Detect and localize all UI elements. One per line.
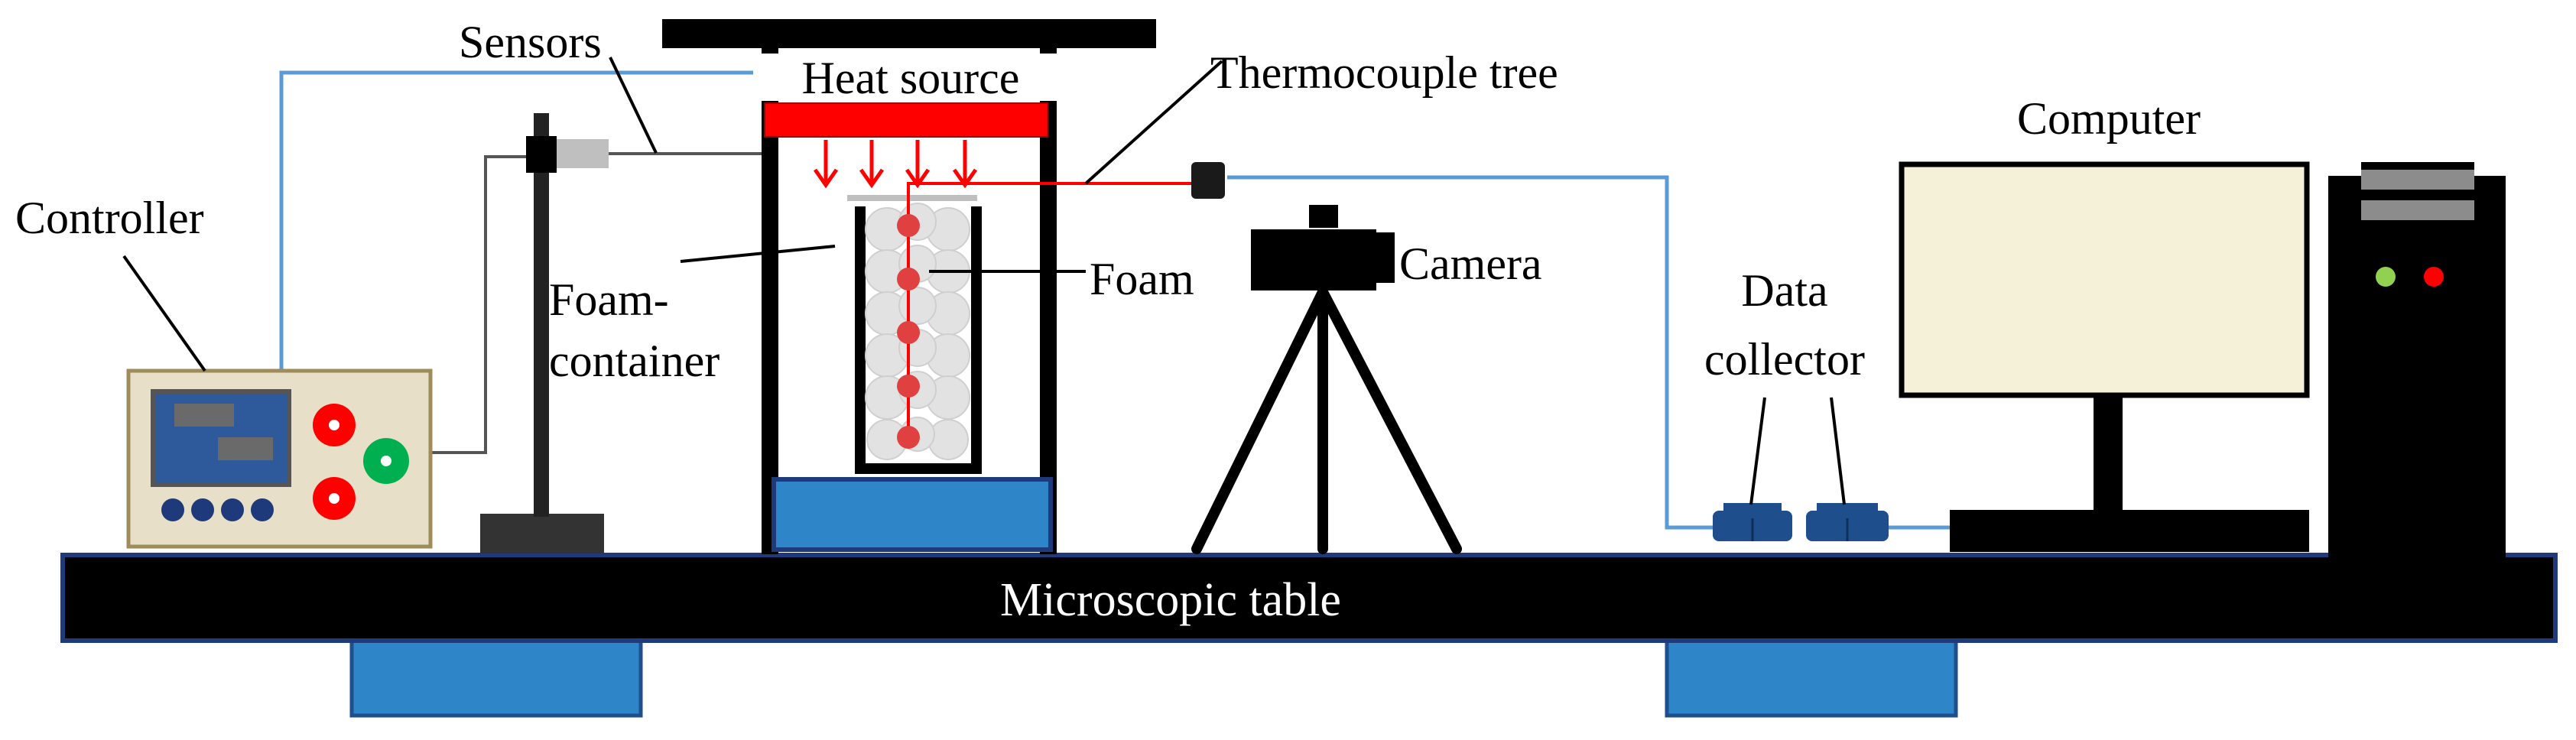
controller-button [251, 498, 274, 521]
sensors-label: Sensors [459, 17, 602, 67]
sensors-leader-line [609, 57, 658, 154]
controller-button [161, 498, 184, 521]
thermocouple-leader-line [1084, 60, 1223, 185]
thermocouple-junction [897, 321, 920, 344]
data-wire [1227, 175, 1954, 530]
thermocouple-junction [897, 375, 920, 398]
microscopic-table-label: Microscopic table [1000, 574, 1341, 626]
controller-button [221, 498, 244, 521]
thermocouple-junction [897, 214, 920, 237]
heater [764, 102, 1048, 138]
sensor-cable [432, 155, 543, 454]
controller [126, 368, 433, 549]
data-collector-leader-line [1749, 397, 1766, 505]
computer-label: Computer [2017, 93, 2201, 144]
camera [1251, 205, 1395, 290]
heat-source-label: Heat source [802, 53, 1020, 103]
thermocouple-tree [897, 182, 1206, 449]
data-collector [1713, 503, 1792, 541]
controller-button [191, 498, 214, 521]
heat-source-label-bg [753, 54, 1068, 101]
controller-leader-line [122, 255, 206, 372]
heating-frame-base [772, 477, 1053, 552]
thermocouple-tree-label: Thermocouple tree [1210, 47, 1558, 98]
computer-monitor [1899, 161, 2310, 552]
heating-frame [662, 19, 1156, 554]
foam-container-leader-line [680, 245, 836, 263]
power-led-green [2376, 267, 2396, 287]
foam-container [847, 195, 982, 474]
camera-tripod [1191, 287, 1462, 554]
foam-container-label-line1: Foam- [549, 274, 669, 325]
foam-label: Foam [1090, 254, 1194, 304]
data-collector-label-line2: collector [1704, 334, 1865, 385]
heat-arrows [813, 140, 978, 189]
thermocouple-connector [1191, 162, 1225, 199]
microscopic-table [60, 553, 2558, 643]
data-collector [1806, 503, 1889, 541]
sensor-stand [480, 113, 772, 553]
thermocouple-junction [897, 426, 920, 449]
data-collector-leader-line [1830, 397, 1846, 505]
power-led-red [2424, 267, 2444, 287]
thermocouple-junction [897, 268, 920, 290]
sensor-probe [557, 139, 609, 168]
foam-container-label-line2: container [549, 336, 720, 386]
data-collector-label-line1: Data [1741, 265, 1827, 316]
table-support-right [1665, 638, 1958, 718]
controller-wire [279, 70, 765, 371]
table-support-left [349, 638, 643, 718]
camera-label: Camera [1399, 239, 1542, 289]
computer-tower [2328, 162, 2506, 558]
controller-label: Controller [15, 193, 204, 243]
